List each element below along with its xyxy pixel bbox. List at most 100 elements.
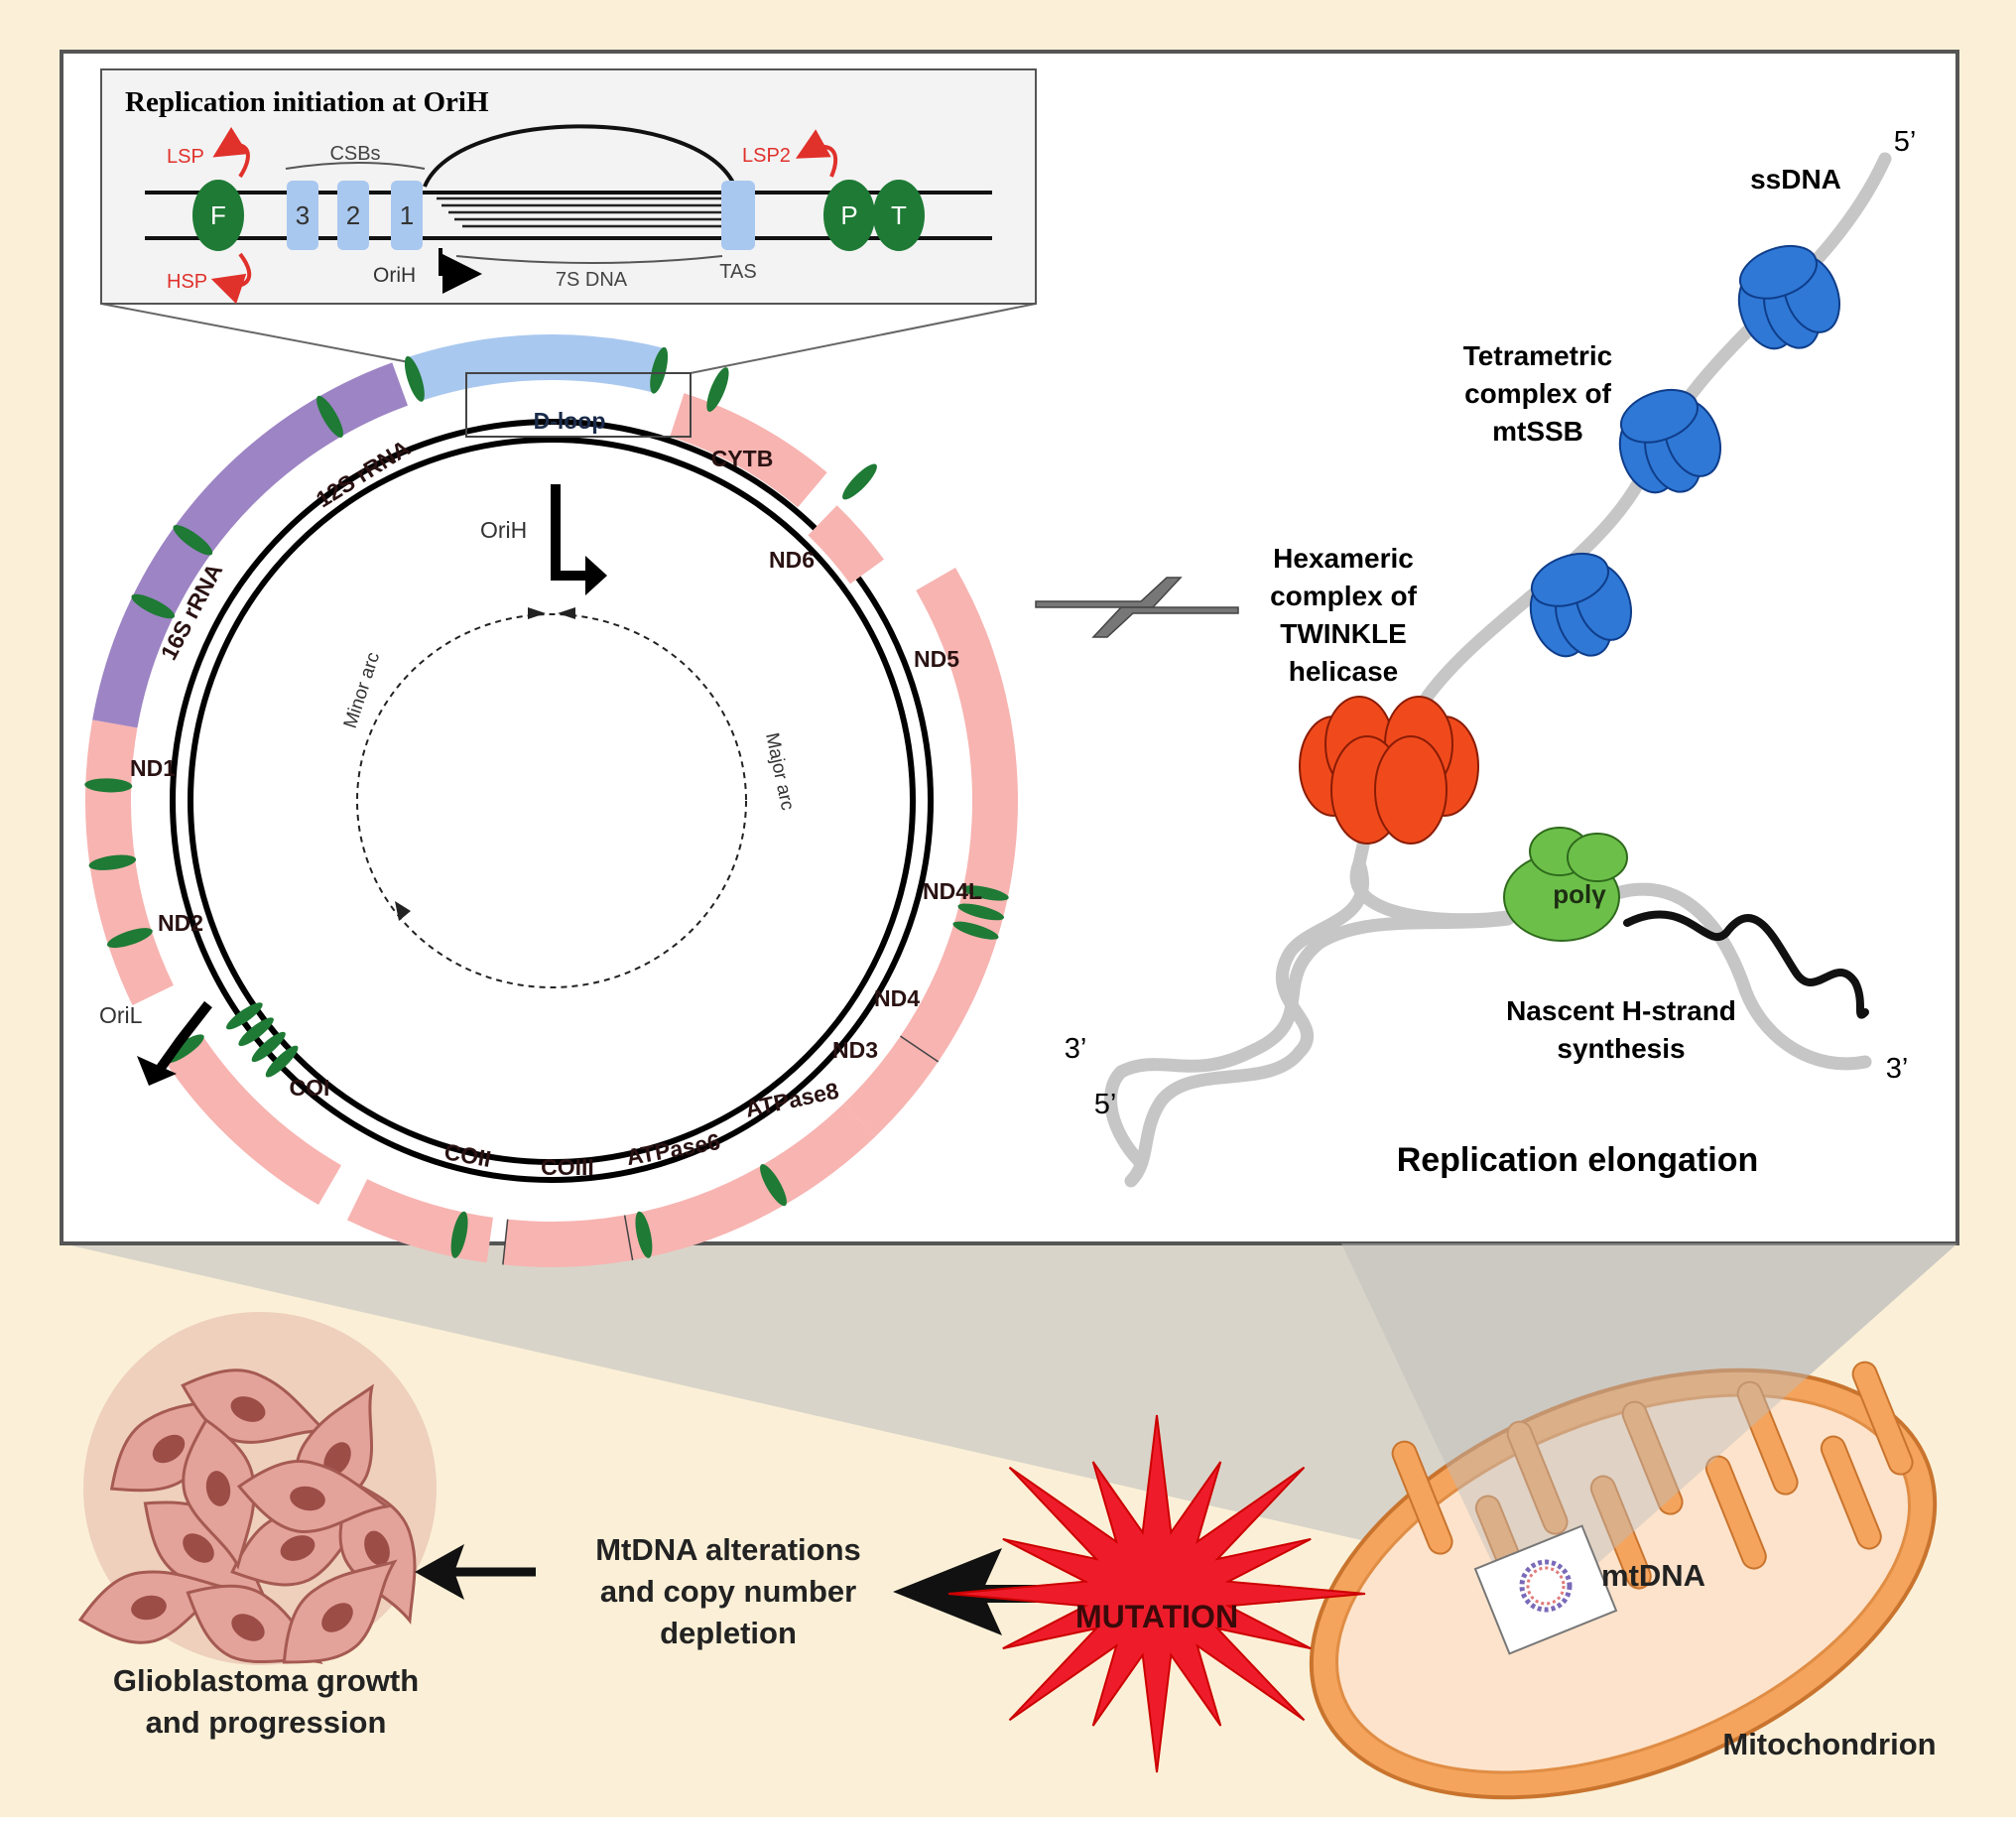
equilibrium-arrows-icon [1035, 577, 1239, 638]
five-prime-top: 5’ [1894, 126, 1917, 158]
parental-duplex-strand-a [1124, 856, 1369, 1188]
inset-7s-strands [437, 196, 724, 228]
trna-cluster-mark [961, 885, 1009, 901]
mtdna-alterations-line3: depletion [660, 1616, 797, 1650]
inset-7s-bracket [455, 255, 723, 264]
nd3-atp8-segment [762, 1104, 876, 1206]
gene-label-coi: COI [290, 1075, 330, 1101]
crista [1820, 1435, 1882, 1550]
hsp-arrow-icon [210, 252, 252, 305]
dloop-segment [407, 333, 665, 401]
tas-label: TAS [719, 261, 756, 283]
csb-1-label: 1 [400, 200, 414, 230]
genome-orih-arrow-icon [551, 484, 589, 581]
gene-divider [900, 1035, 940, 1063]
crista [1704, 1455, 1767, 1570]
trna-cluster-mark [265, 1045, 299, 1078]
crista [1589, 1475, 1652, 1590]
genome-oril-arrowhead [137, 1056, 177, 1086]
mtdna-box [1473, 1524, 1618, 1655]
inset-title: Replication initiation at OriH [125, 86, 489, 118]
mtssb-tetramer-1 [1737, 244, 1840, 350]
light-strand-circle [188, 437, 916, 1165]
crista [1506, 1420, 1569, 1535]
inset-csbs-bracket [285, 162, 426, 170]
gene-label-nd4: ND4 [874, 985, 920, 1011]
zoom-funnel-overlay [1341, 1243, 1957, 1571]
gene-label-dloop: D-loop [534, 408, 606, 434]
gene-divider [502, 1219, 509, 1265]
pol-gamma-label: polγ [1553, 879, 1606, 909]
mtssb-tetramer-3 [1529, 552, 1632, 658]
trna-mark [706, 367, 729, 412]
atp6-segment [624, 1165, 785, 1260]
three-prime-right: 3’ [1886, 1053, 1909, 1085]
genome-oril-label: OriL [99, 1002, 143, 1028]
hexa-label-line3: TWINKLE [1280, 618, 1407, 649]
mtdna-alterations-line2: and copy number [600, 1574, 856, 1609]
gene-label-nd2: ND2 [158, 910, 203, 936]
gene-divider [623, 1215, 634, 1260]
coiii-segment [502, 1215, 633, 1267]
glioblastoma-cell [109, 1396, 234, 1493]
mtssb-tetramer-2 [1618, 388, 1721, 494]
genome-oril-arrow-icon [156, 1000, 212, 1071]
genome-orih-label: OriH [480, 517, 527, 543]
gene-label-coiii: COIII [541, 1154, 594, 1180]
trna-cluster-mark [251, 1031, 286, 1063]
elongation-caption: Replication elongation [1397, 1141, 1759, 1179]
lsp2-arrow-icon [796, 129, 838, 178]
inset-box [100, 68, 1037, 305]
nd5-segment [916, 568, 1018, 914]
rrna12-segment [174, 362, 408, 554]
promoter-p-oval [823, 180, 875, 251]
trna-mark [650, 346, 669, 394]
hexa-label-line2: complex of [1270, 581, 1417, 611]
inner-arrow-top-left [528, 607, 546, 619]
trna-cluster-mark [957, 903, 1005, 921]
inset-dloop-arc [423, 124, 736, 188]
inset-orih-arrow-icon [439, 248, 482, 294]
trna-mark [450, 1211, 468, 1258]
gene-label-nd4l: ND4L [923, 878, 982, 904]
crista [1736, 1380, 1799, 1496]
lsp2-label: LSP2 [742, 145, 791, 167]
trna-cluster-mark [952, 921, 999, 940]
hexa-label-line1: Hexameric [1273, 543, 1414, 574]
gene-label-nd5: ND5 [914, 646, 959, 672]
trna-cluster-mark [238, 1017, 274, 1047]
trna-mark [131, 593, 176, 619]
glioblastoma-cell [338, 1481, 417, 1626]
mtdna-alterations-line1: MtDNA alterations [595, 1532, 861, 1567]
inset-csbs-label: CSBs [329, 143, 380, 165]
csb-2-label: 2 [346, 200, 360, 230]
gene-label-nd3: ND3 [832, 1037, 878, 1063]
inset-orih-label: OriH [373, 264, 416, 287]
nd4l-nd4-segment [843, 902, 1005, 1137]
pol-gamma [1503, 827, 1628, 942]
dloop-highlight-box [465, 372, 692, 438]
glioblastoma-cell [282, 1559, 398, 1664]
nascent-label-line1: Nascent H-strand [1506, 995, 1736, 1026]
ssdna-label: ssDNA [1750, 164, 1841, 195]
inset-7s-label: 7S DNA [556, 269, 628, 291]
trna-mark [106, 928, 153, 949]
nascent-label-line2: synthesis [1557, 1033, 1685, 1064]
gene-label-nd6: ND6 [769, 547, 815, 573]
cytb-segment [670, 393, 827, 508]
template-strand-right [1610, 882, 1872, 1071]
promoter-t-oval [873, 180, 925, 251]
arrow-to-glioblastoma-head-icon [415, 1544, 464, 1600]
mtdna-label: mtDNA [1601, 1558, 1705, 1593]
glioblastoma-cell [182, 1417, 256, 1570]
mutation-starburst-icon [947, 1414, 1366, 1773]
trna-mark [404, 355, 425, 402]
nd6-segment [808, 505, 884, 585]
inner-arrow-top-right [558, 607, 575, 619]
trna-mark [760, 1164, 787, 1207]
lsp-label: LSP [167, 146, 204, 168]
coi-segment [165, 1036, 341, 1206]
heavy-strand-circle [170, 419, 934, 1183]
